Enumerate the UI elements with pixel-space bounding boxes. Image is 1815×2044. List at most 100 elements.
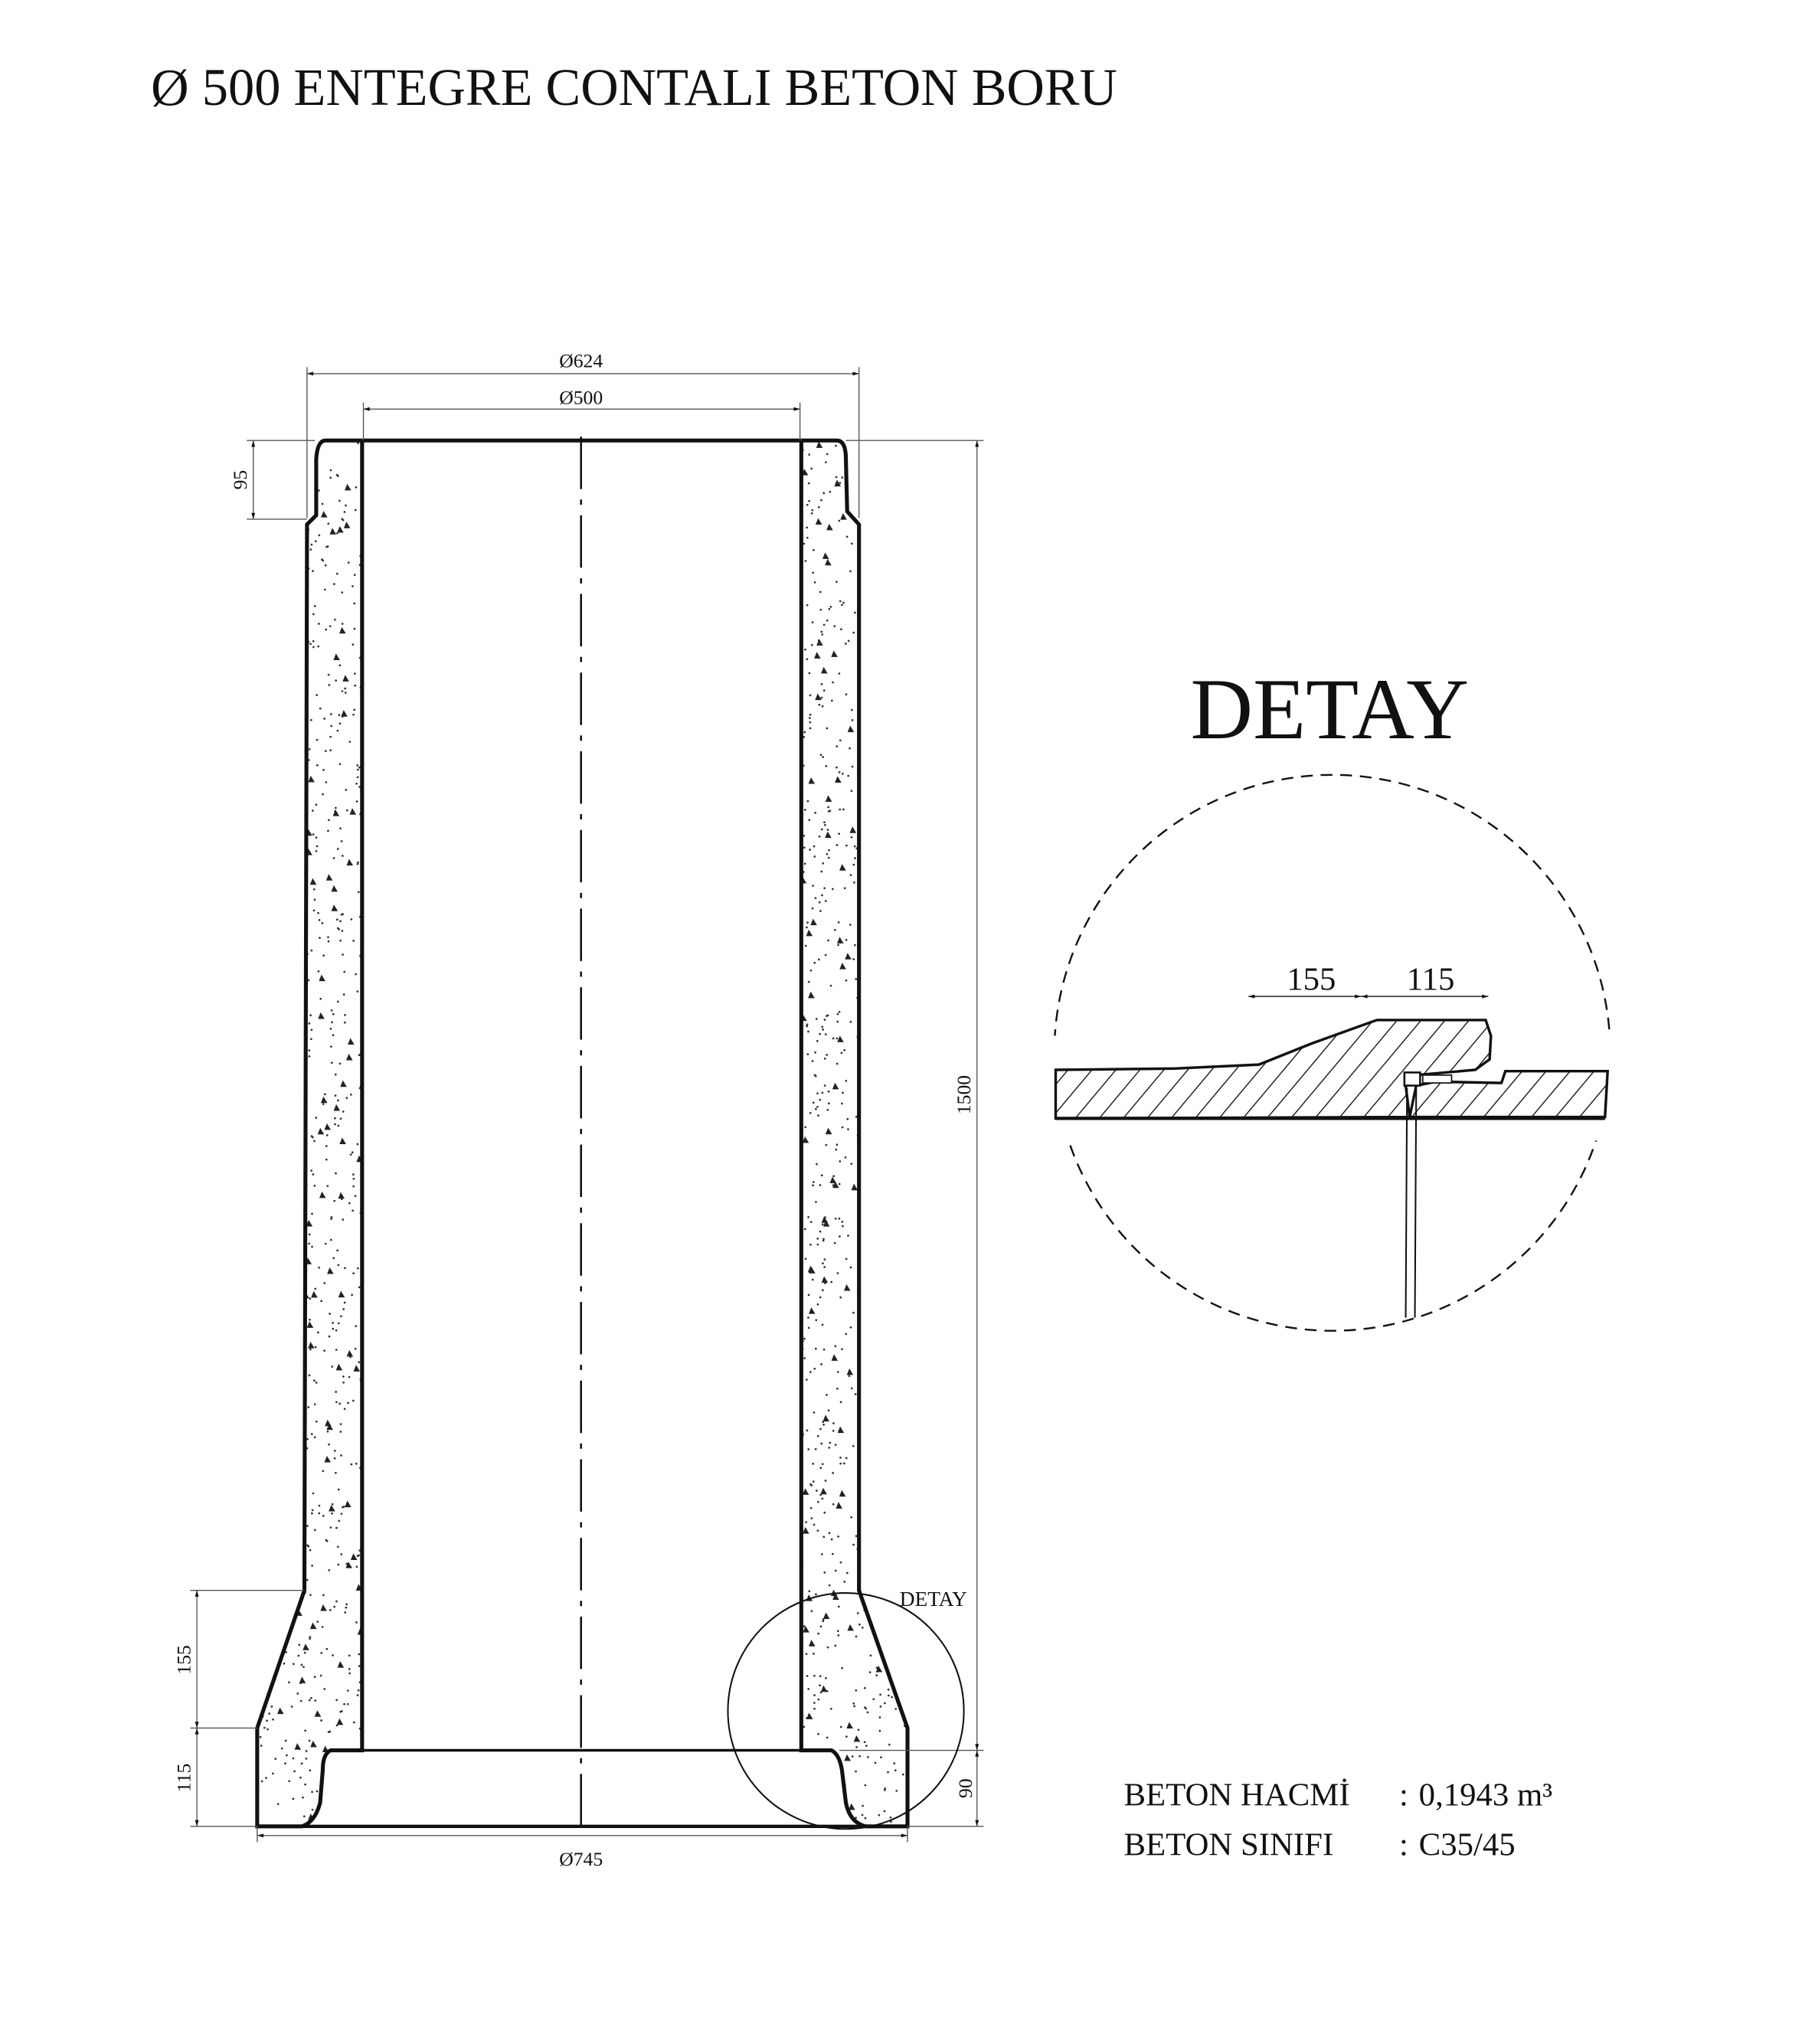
aggregate-mark [888,1420,896,1428]
aggregate-dot [896,489,898,492]
aggregate-dot [310,543,313,546]
aggregate-mark [825,1127,832,1135]
aggregate-mark [821,666,828,674]
aggregate-dot [263,591,266,594]
aggregate-dot [865,471,868,474]
aggregate-dot [804,648,806,651]
aggregate-dot [872,1278,875,1281]
aggregate-mark [277,1707,284,1715]
aggregate-dot [838,1235,841,1238]
aggregate-dot [293,663,296,666]
aggregate-dot [358,1665,361,1667]
aggregate-dot [822,623,826,626]
aggregate-dot [849,1266,852,1269]
aggregate-dot [273,1376,276,1378]
aggregate-dot [892,1235,894,1238]
aggregate-dot [867,617,870,620]
aggregate-dot [274,1758,277,1760]
aggregate-dot [358,1653,361,1656]
aggregate-mark [329,528,337,535]
aggregate-dot [335,679,337,682]
aggregate-dot [348,1202,351,1205]
aggregate-dot [901,1773,904,1776]
aggregate-mark [846,1368,854,1375]
aggregate-dot [322,1514,325,1517]
aggregate-dot [306,1544,309,1547]
aggregate-dot [268,1647,270,1650]
aggregate-dot [319,707,322,710]
aggregate-dot [355,782,358,785]
aggregate-dot [311,1245,313,1248]
aggregate-dot [820,630,823,633]
aggregate-dot [823,1571,826,1574]
aggregate-dot [885,981,888,983]
aggregate-mark [329,1504,335,1512]
aggregate-dot [817,505,820,509]
aggregate-dot [816,1434,819,1437]
aggregate-dot [359,1763,362,1766]
aggregate-dot [813,855,816,858]
aggregate-dot [294,1458,297,1460]
aggregate-dot [265,1457,267,1460]
aggregate-dot [307,1406,310,1408]
aggregate-dot [865,690,867,693]
aggregate-dot [296,1542,299,1545]
aggregate-dot [803,542,806,545]
aggregate-dot [274,838,277,841]
aggregate-dot [309,455,312,458]
aggregate-dot [861,1813,864,1817]
aggregate-dot [881,1094,883,1097]
aggregate-dot [839,808,842,811]
aggregate-dot [330,1218,332,1220]
aggregate-dot [865,990,867,993]
aggregate-dot [806,921,809,924]
aggregate-dot [883,685,886,688]
aggregate-dot [855,978,858,980]
aggregate-dot [323,1282,326,1284]
aggregate-dot [807,1326,810,1329]
aggregate-dot [258,1209,261,1212]
aggregate-mark [851,1183,858,1191]
aggregate-dot [878,1813,881,1817]
aggregate-dot [867,710,870,713]
aggregate-dot [318,534,321,537]
aggregate-dot [320,1719,322,1722]
aggregate-dot [896,662,899,664]
aggregate-dot [335,1349,338,1351]
aggregate-dot [357,861,359,864]
aggregate-dot [819,1184,822,1186]
aggregate-mark [280,1400,288,1407]
aggregate-mark [862,718,869,724]
aggregate-dot [836,844,839,847]
aggregate-dot [358,786,361,788]
aggregate-dot [836,1062,839,1065]
aggregate-dot [875,1364,878,1367]
aggregate-dot [839,739,842,742]
aggregate-dot [823,1019,826,1022]
aggregate-dot [268,752,271,755]
aggregate-dot [269,1574,272,1577]
aggregate-dot [323,588,326,591]
aggregate-dot [819,1230,822,1233]
aggregate-dot [901,836,904,839]
aggregate-dot [337,1264,340,1267]
aggregate-dot [868,1265,872,1268]
aggregate-mark [319,1191,326,1199]
aggregate-dot [806,1023,809,1026]
aggregate-mark [333,1104,341,1111]
aggregate-dot [349,1356,352,1359]
aggregate-dot [887,1688,890,1691]
aggregate-mark [320,1096,328,1104]
aggregate-mark [806,1712,813,1719]
aggregate-dot [257,1532,259,1535]
aggregate-dot [306,1437,309,1441]
aggregate-dot [814,1347,817,1350]
aggregate-dot [292,508,295,511]
aggregate-dot [315,803,318,806]
aggregate-dot [323,1349,325,1352]
aggregate-mark [296,592,302,600]
aggregate-mark [839,864,846,871]
aggregate-dot [335,1172,337,1175]
aggregate-dot [885,547,887,550]
aggregate-dot [862,522,865,525]
